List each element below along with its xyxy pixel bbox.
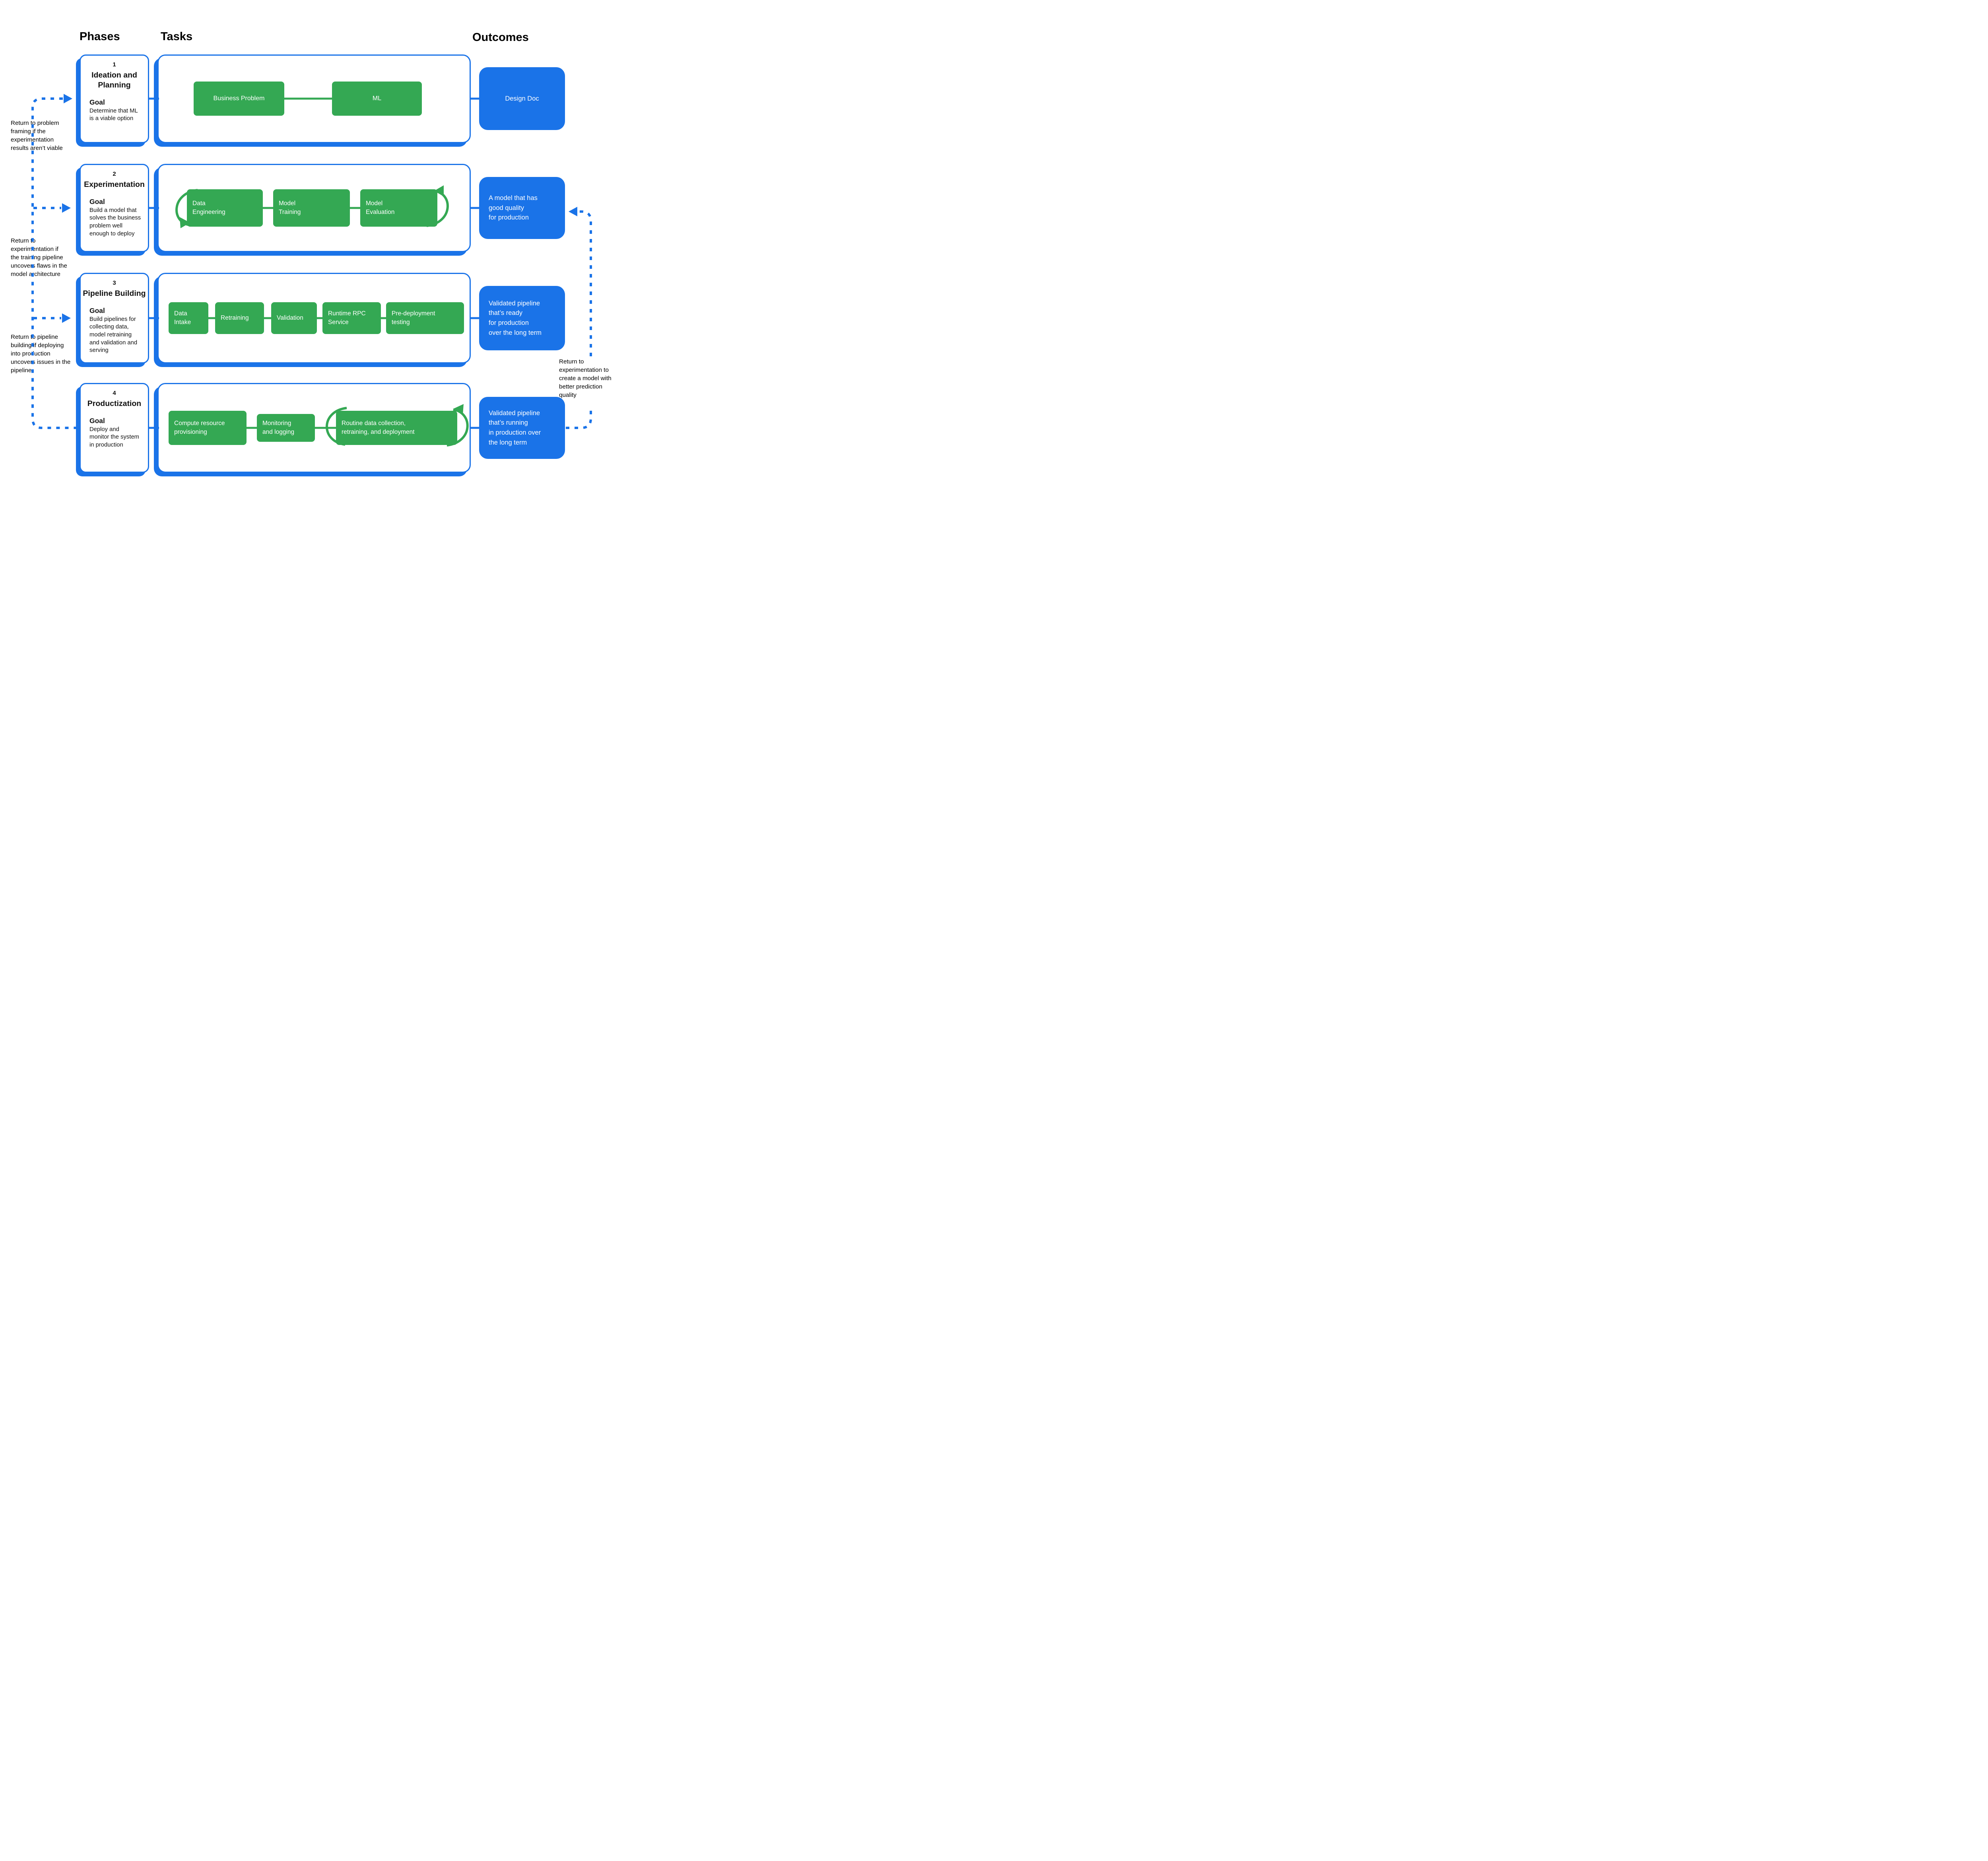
outcome-validated-pipeline-running: Validated pipeline that’s running in pro…: [479, 397, 565, 459]
phase-card-experimentation: 2 Experimentation Goal Build a model tha…: [80, 164, 149, 252]
phase-number: 1: [113, 61, 116, 68]
goal-label: Goal: [89, 98, 105, 106]
phase-card-productization: 4 Productization Goal Deploy and monitor…: [80, 383, 149, 473]
task-monitoring-and-logging: Monitoring and logging: [257, 414, 315, 442]
phase-number: 3: [113, 280, 116, 286]
task-business-problem: Business Problem: [194, 82, 284, 116]
outcome-good-quality-model: A model that has good quality for produc…: [479, 177, 565, 239]
task-model-evaluation: Model Evaluation: [360, 189, 437, 227]
outcomes-header: Outcomes: [472, 31, 529, 44]
note-return-to-pipeline-building: Return to pipeline building if deploying…: [11, 334, 71, 374]
phase-title: Ideation and Planning: [91, 71, 137, 89]
outcome-validated-pipeline-ready: Validated pipeline that’s ready for prod…: [479, 286, 565, 350]
phase-card-ideation-planning: 1 Ideation and Planning Goal Determine t…: [80, 54, 149, 143]
task-routine-data-collection: Routine data collection, retraining, and…: [336, 411, 457, 445]
phases-header: Phases: [80, 30, 120, 43]
task-retraining: Retraining: [215, 302, 264, 334]
note-return-to-problem-framing: Return to problem framing if the experim…: [11, 120, 63, 152]
note-return-to-experimentation-quality: Return to experimentation to create a mo…: [559, 358, 612, 398]
goal-label: Goal: [89, 306, 105, 315]
phase-number: 2: [113, 171, 116, 177]
return-arrowhead-outcome2: [569, 207, 577, 216]
return-arrowhead-phase2: [62, 203, 71, 213]
task-validation: Validation: [271, 302, 317, 334]
goal-text: Determine that ML is a viable option: [89, 107, 138, 122]
task-data-engineering: Data Engineering: [187, 189, 263, 227]
task-connectors: [208, 97, 387, 429]
row-connectors: [148, 97, 480, 429]
task-runtime-rpc-service: Runtime RPC Service: [322, 302, 381, 334]
task-compute-resource-provisioning: Compute resource provisioning: [169, 411, 247, 445]
goal-label: Goal: [89, 197, 105, 206]
task-model-training: Model Training: [273, 189, 350, 227]
goal-text: Build a model that solves the business p…: [89, 207, 141, 237]
task-pre-deployment-testing: Pre-deployment testing: [386, 302, 464, 334]
outcome-design-doc: Design Doc: [479, 67, 565, 130]
goal-label: Goal: [89, 416, 105, 425]
phase-title: Productization: [87, 399, 142, 408]
tasks-header: Tasks: [161, 30, 193, 43]
note-return-to-experimentation: Return to experimentation if the trainin…: [11, 237, 67, 278]
goal-text: Build pipelines for collecting data, mod…: [89, 316, 138, 354]
phase-card-pipeline-building: 3 Pipeline Building Goal Build pipelines…: [80, 273, 149, 363]
phase-title: Experimentation: [84, 180, 145, 189]
mlops-phases-diagram: Phases Tasks Outcomes 1 Ideation and Pla…: [0, 0, 623, 514]
return-arrowhead-phase3: [62, 313, 71, 323]
phase-title: Pipeline Building: [83, 289, 146, 298]
task-ml: ML: [332, 82, 422, 116]
phase-number: 4: [113, 390, 116, 396]
task-data-intake: Data Intake: [169, 302, 208, 334]
goal-text: Deploy and monitor the system in product…: [89, 426, 139, 449]
return-arrowhead-phase1: [64, 94, 72, 103]
